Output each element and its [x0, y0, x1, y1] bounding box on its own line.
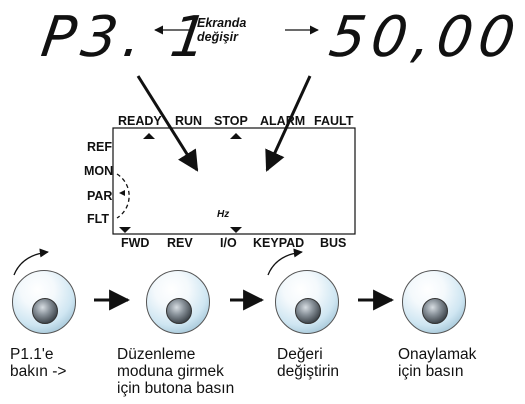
step-2-caption: Düzenleme moduna girmek için butona bası… — [117, 346, 234, 397]
panel-frame — [112, 127, 356, 235]
knob-button-icon — [32, 298, 58, 324]
knob-step-4-icon — [402, 270, 466, 334]
knob-button-icon — [422, 298, 448, 324]
change-note-line1: Ekranda — [197, 16, 247, 30]
diagram-arrows — [13, 25, 395, 311]
stop-indicator-icon — [230, 133, 242, 139]
step-2-caption-line3: için butona basın — [117, 380, 235, 397]
status-fault: FAULT — [314, 114, 354, 128]
bottom-io: I/O — [220, 236, 237, 250]
pointer-arrow-right-icon — [265, 75, 312, 172]
status-ready: READY — [118, 114, 162, 128]
step-1-caption-line1: P1.1'e — [10, 346, 54, 363]
side-par: PAR — [87, 189, 113, 203]
status-run: RUN — [175, 114, 203, 128]
step-3-caption-line2: değiştirin — [277, 363, 340, 380]
bottom-bus: BUS — [320, 236, 347, 250]
side-mon: MON — [84, 164, 114, 178]
knob-button-icon — [166, 298, 192, 324]
step-4-caption-line2: için basın — [398, 363, 464, 380]
fwd-indicator-icon — [119, 227, 131, 233]
step-3-caption-line1: Değeri — [277, 346, 323, 363]
side-flt: FLT — [87, 212, 109, 226]
side-ref: REF — [87, 140, 112, 154]
step-2-caption-line1: Düzenleme — [117, 346, 196, 363]
step-1-caption: P1.1'e bakın -> — [10, 346, 66, 380]
bottom-keypad: KEYPAD — [253, 236, 305, 250]
ready-indicator-icon — [143, 133, 155, 139]
status-stop: STOP — [214, 114, 248, 128]
knob-step-1-icon — [12, 270, 76, 334]
rotate-arc-icon-2 — [267, 248, 303, 276]
rotate-arc-icon — [13, 248, 49, 276]
unit-hz: Hz — [217, 209, 230, 220]
knob-step-3-icon — [275, 270, 339, 334]
step-3-caption: Değeri değiştirin — [277, 346, 339, 380]
knob-button-icon — [295, 298, 321, 324]
pointer-arrow-left-icon — [136, 75, 199, 172]
step-4-caption-line1: Onaylamak — [398, 346, 477, 363]
selection-arc-icon — [116, 173, 130, 219]
change-note: Ekranda değişir — [197, 16, 246, 44]
knob-step-2-icon — [146, 270, 210, 334]
bottom-rev: REV — [167, 236, 193, 250]
io-indicator-icon — [230, 227, 242, 233]
change-note-line2: değişir — [197, 30, 238, 44]
bottom-fwd: FWD — [121, 236, 150, 250]
status-alarm: ALARM — [260, 114, 306, 128]
par-indicator-icon — [119, 190, 125, 196]
step-1-caption-line2: bakın -> — [10, 363, 67, 380]
step-2-caption-line2: moduna girmek — [117, 363, 224, 380]
step-4-caption: Onaylamak için basın — [398, 346, 476, 380]
